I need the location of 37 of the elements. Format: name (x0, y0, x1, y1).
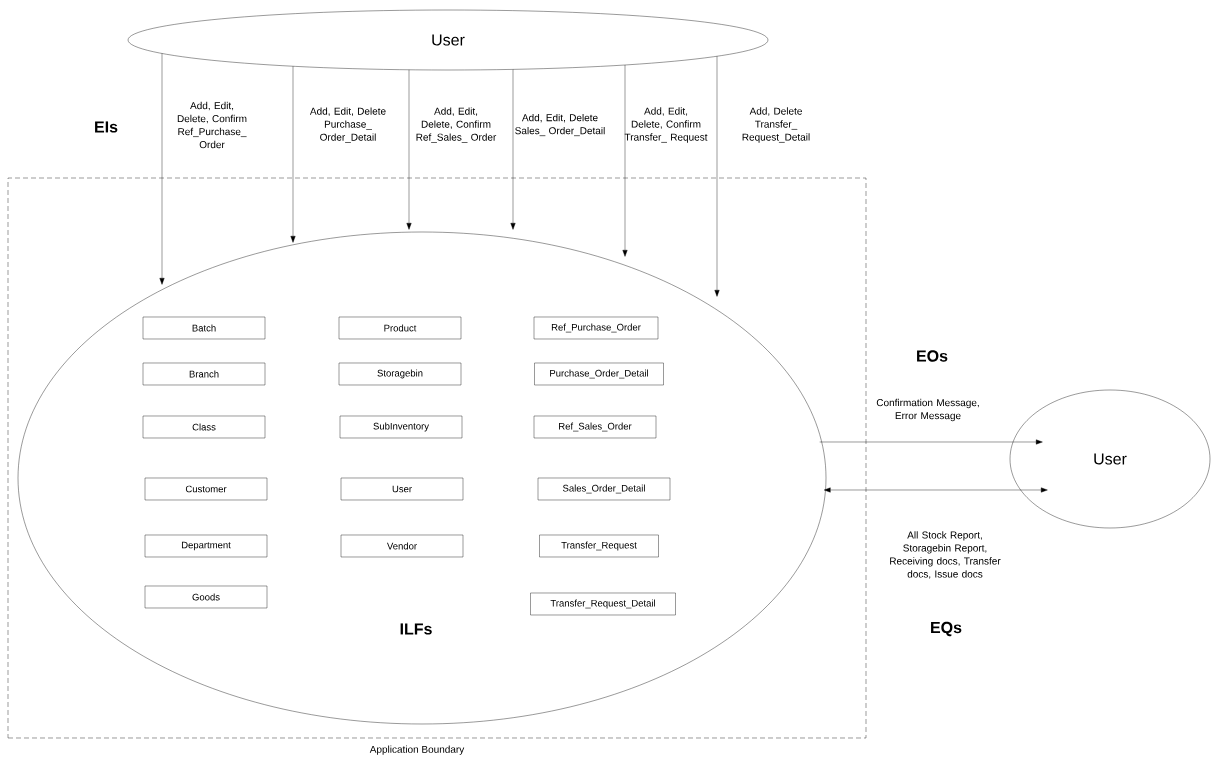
edge-label: All Stock Report, Storagebin Report, Receiving docs, Transfer docs, Issue docs (890, 531, 1001, 579)
entity-box: Storagebin (338, 362, 462, 386)
entity-box: Batch (142, 316, 266, 340)
edge-label: Add, Edit, Delete, Confirm Ref_Sales_ Order (416, 107, 497, 143)
arrow (159, 53, 165, 285)
entity-box: Department (144, 534, 268, 558)
arrow (290, 66, 296, 243)
section-label: EOs (917, 350, 948, 362)
edge-label: Add, Edit, Delete Purchase_ Order_Detail (309, 107, 386, 143)
entity-box: SubInventory (339, 415, 463, 439)
section-label: EIs (95, 121, 118, 133)
node-label: Application Boundary (369, 745, 465, 755)
entity-box: User (340, 477, 464, 501)
entity-box: Transfer_Request_Detail (530, 592, 676, 616)
entity-box: Ref_Sales_Order (533, 415, 657, 439)
arrow (714, 56, 720, 297)
arrow (510, 69, 516, 230)
entity-box: Branch (142, 362, 266, 386)
entity-box: Class (142, 415, 266, 439)
entity-box: Goods (144, 585, 268, 609)
entity-box: Ref_Purchase_Order (533, 316, 659, 340)
edge-label: Add, Edit, Delete, Confirm Transfer_ Request (624, 107, 708, 143)
entity-box: Transfer_Request (539, 534, 659, 558)
entity-box: Vendor (340, 534, 464, 558)
entity-box: Purchase_Order_Detail (534, 362, 664, 386)
edge-label: Confirmation Message, Error Message (876, 398, 979, 422)
arrow (622, 64, 628, 257)
edge-label: Add, Delete Transfer_ Request_Detail (742, 107, 810, 143)
entity-box: Customer (144, 477, 268, 501)
edge-label: Add, Edit, Delete Sales_ Order_Detail (515, 113, 605, 137)
arrow (819, 439, 1043, 445)
entity-box: Product (338, 316, 462, 340)
entity-box: Sales_Order_Detail (537, 477, 671, 501)
arrow (406, 69, 412, 230)
edge-label: Add, Edit, Delete, Confirm Ref_Purchase_ Order (177, 101, 247, 149)
arrow (823, 487, 1048, 493)
section-label: EQs (931, 621, 962, 637)
